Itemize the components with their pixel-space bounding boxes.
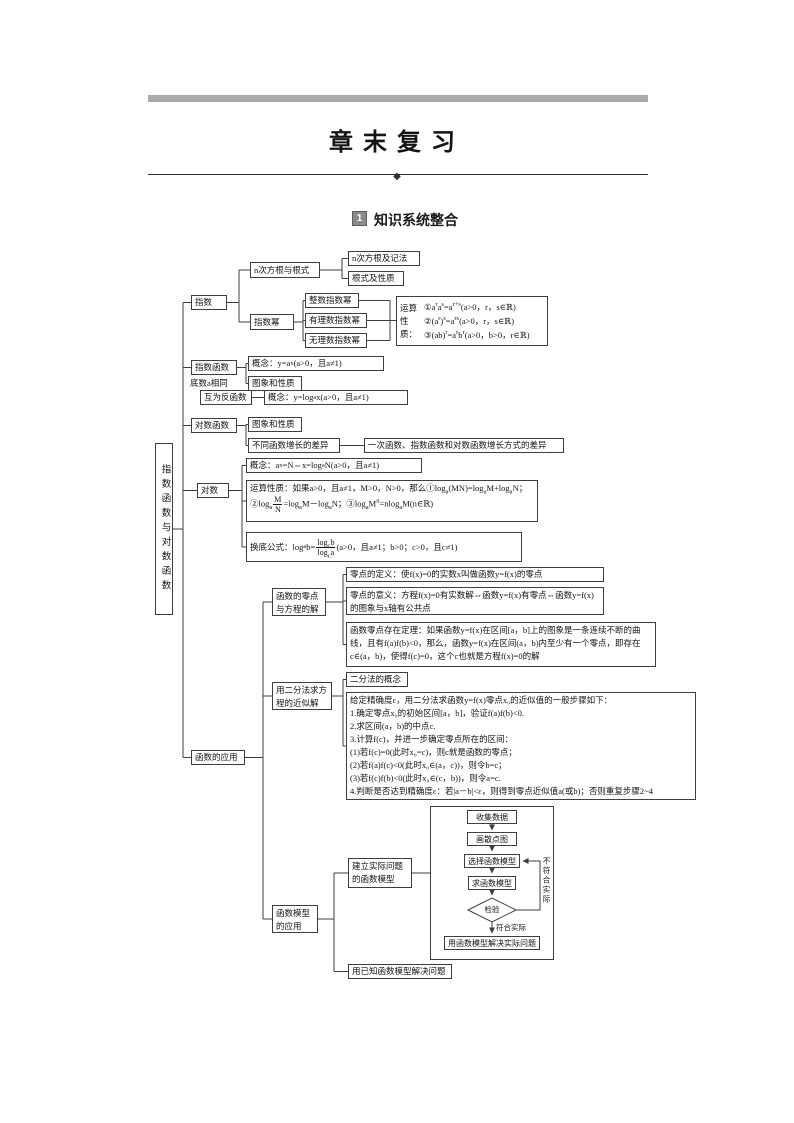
bisection-step-line: (1)若f(c)=0(此时x₀=c)，则c就是函数的零点； bbox=[350, 747, 517, 757]
node-growth-note: 一次函数、指数函数和对数函数增长方式的差异 bbox=[364, 438, 564, 453]
node-log-operation-properties: 运算性质：如果a>0，且a≠1，M>0，N>0，那么①loga(MN)=loga… bbox=[246, 480, 538, 522]
label-same-base: 底数a相同 bbox=[190, 378, 228, 388]
node-bisection-concept: 二分法的概念 bbox=[346, 672, 408, 687]
node-power-operation-properties: 运算性质： ①aras=ar+s(a>0，r，s∈ℝ) ②(ar)s=ars(a… bbox=[396, 296, 548, 346]
power-rule-3: ③(ab)r=arbr(a>0，b>0，r∈ℝ) bbox=[424, 329, 530, 340]
node-exponent: 指数 bbox=[191, 295, 227, 310]
flow-scatter-plot: 画散点图 bbox=[467, 832, 517, 846]
bisection-step-line: 2.求区间(a，b)的中点c. bbox=[350, 721, 436, 731]
section-heading: 知识系统整合 bbox=[374, 212, 458, 228]
node-known-model: 用已知函数模型解决问题 bbox=[348, 964, 452, 979]
bisection-step-line: 4.判断是否达到精确度ε：若|a－b|<ε，则得到零点近似值a(或b)；否则重复… bbox=[350, 786, 654, 796]
node-logarithm: 对数 bbox=[197, 483, 229, 498]
flowchart-loop-arrow bbox=[516, 858, 541, 911]
section-number-badge: 1 bbox=[352, 211, 367, 226]
node-nth-root-notation: n次方根及记法 bbox=[348, 251, 420, 266]
node-function-model: 函数模型的应用 bbox=[272, 905, 318, 933]
bisection-step-line: (2)若f(a)f(c)<0(此时x₀∈(a，c))，则令b=c； bbox=[350, 760, 507, 770]
power-rule-1: ①aras=ar+s(a>0，r，s∈ℝ) bbox=[424, 301, 516, 312]
node-function-application: 函数的应用 bbox=[191, 750, 245, 765]
node-root: 指数函数与对数函数 bbox=[155, 443, 173, 615]
node-inverse-function: 互为反函数 bbox=[200, 390, 252, 405]
divider-ornament-icon: ◆ bbox=[393, 171, 401, 182]
node-rational-power: 有理数指数幂 bbox=[305, 313, 367, 328]
node-log-function: 对数函数 bbox=[191, 418, 237, 433]
flow-fit-label: 符合实际 bbox=[496, 923, 526, 932]
title-divider bbox=[148, 174, 648, 175]
bisection-step-line: 1.确定零点x₀的初始区间[a，b]，验证f(a)f(b)<0. bbox=[350, 708, 524, 718]
bisection-step-line: (3)若f(c)f(b)<0(此时x₀∈(c，b))，则令a=c. bbox=[350, 773, 501, 783]
node-zeros: 函数的零点与方程的解 bbox=[272, 588, 326, 616]
node-build-model: 建立实际问题的函数模型 bbox=[348, 858, 412, 888]
node-bisection-steps: 给定精确度ε，用二分法求函数y=f(x)零点x₀的近似值的一般步骤如下： 1.确… bbox=[346, 692, 696, 800]
tree-connectors bbox=[173, 258, 430, 972]
bisection-step-line: 给定精确度ε，用二分法求函数y=f(x)零点x₀的近似值的一般步骤如下： bbox=[350, 695, 613, 705]
node-zero-definition: 零点的定义：使f(x)=0的实数x叫做函数y=f(x)的零点 bbox=[346, 567, 604, 582]
page-title: 章末复习 bbox=[329, 130, 465, 156]
node-growth-difference: 不同函数增长的差异 bbox=[248, 438, 340, 453]
node-exp-function: 指数函数 bbox=[191, 360, 237, 375]
operation-properties-formulas: ①aras=ar+s(a>0，r，s∈ℝ) ②(ar)s=ars(a>0，r，s… bbox=[424, 300, 530, 342]
check-diamond-shape bbox=[466, 897, 518, 923]
node-irrational-power: 无理数指数幂 bbox=[305, 333, 367, 348]
node-nth-root: n次方根与根式 bbox=[250, 262, 320, 278]
node-zero-meaning: 零点的意义：方程f(x)=0有实数解⇔函数y=f(x)有零点⇔函数y=f(x)的… bbox=[346, 587, 604, 615]
flow-solve-model: 求函数模型 bbox=[468, 876, 516, 890]
power-rule-2: ②(ar)s=ars(a>0，r，s∈ℝ) bbox=[424, 315, 515, 326]
flow-choose-model: 选择函数模型 bbox=[464, 854, 520, 868]
node-exp-graph: 图象和性质 bbox=[248, 376, 302, 391]
bisection-step-line: 3.计算f(c)，并进一步确定零点所在的区间： bbox=[350, 734, 514, 744]
node-radical-properties: 根式及性质 bbox=[348, 271, 404, 286]
node-zero-theorem: 函数零点存在定理：如果函数y=f(x)在区间[a，b]上的图象是一条连续不断的曲… bbox=[346, 622, 656, 667]
flow-collect-data: 收集数据 bbox=[467, 810, 517, 824]
operation-properties-label: 运算性质： bbox=[400, 302, 418, 339]
node-integer-power: 整数指数幂 bbox=[305, 293, 359, 308]
flowchart-frame bbox=[430, 806, 554, 960]
header-bar bbox=[148, 95, 648, 102]
flow-check-label: 检验 bbox=[484, 905, 500, 914]
flow-not-fit-label: 不符合实际 bbox=[542, 857, 551, 905]
flow-use-model: 用函数模型解决实际问题 bbox=[444, 936, 540, 950]
node-log-graph: 图象和性质 bbox=[248, 417, 302, 432]
node-exponent-power: 指数幂 bbox=[250, 314, 294, 330]
node-bisection: 用二分法求方程的近似解 bbox=[272, 682, 332, 710]
